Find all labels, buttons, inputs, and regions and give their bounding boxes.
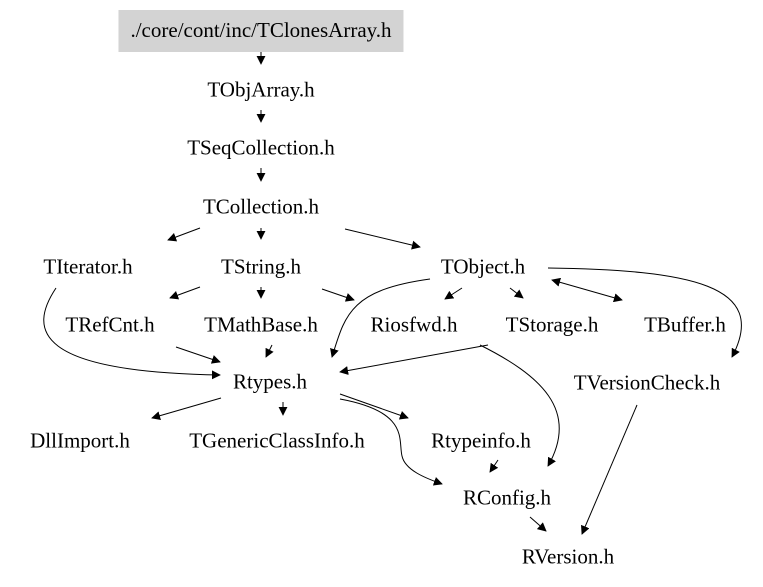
edge-tstring-riosfwd xyxy=(321,288,355,302)
edge-tobject-rtypes xyxy=(330,278,431,358)
edge-rtypeinfo-rconfig xyxy=(489,459,499,473)
node-tobjarray[interactable]: TObjArray.h xyxy=(207,77,315,102)
node-titerator[interactable]: TIterator.h xyxy=(43,254,133,279)
edge-tobject-riosfwd xyxy=(444,287,463,300)
edge-tmathbase-rtypes xyxy=(265,344,274,358)
edge-rtypes-rtypeinfo xyxy=(339,393,409,420)
node-tgenericclassinfo[interactable]: TGenericClassInfo.h xyxy=(189,428,365,453)
edge-tcollection-tobject xyxy=(344,228,421,250)
edge-tobject-tstorage xyxy=(509,287,524,299)
node-rtypeinfo[interactable]: Rtypeinfo.h xyxy=(431,428,531,453)
node-tobject[interactable]: TObject.h xyxy=(440,254,526,279)
edge-tversioncheck-rversion xyxy=(581,404,638,535)
edge-titerator-rtypes xyxy=(43,287,221,380)
edge-rtypes-dllimport xyxy=(151,397,222,421)
edge-rconfig-rversion xyxy=(529,516,547,532)
node-trefcnt[interactable]: TRefCnt.h xyxy=(65,312,155,337)
edge-trefcnt-rtypes xyxy=(175,346,221,364)
node-tstorage[interactable]: TStorage.h xyxy=(505,312,599,337)
node-tmathbase[interactable]: TMathBase.h xyxy=(204,312,318,337)
node-rconfig[interactable]: RConfig.h xyxy=(462,485,552,510)
edge-tstorage-rconfig xyxy=(479,344,560,467)
edge-tcollection-titerator xyxy=(167,227,201,242)
edge-tstring-trefcnt xyxy=(169,286,201,300)
edge-tobject-tbuffer xyxy=(551,277,623,303)
node-tbuffer[interactable]: TBuffer.h xyxy=(644,312,726,337)
node-tstring[interactable]: TString.h xyxy=(221,254,301,279)
node-dllimport[interactable]: DllImport.h xyxy=(30,428,130,453)
node-rversion[interactable]: RVersion.h xyxy=(521,544,615,569)
node-riosfwd[interactable]: Riosfwd.h xyxy=(370,312,458,337)
node-tseqcollection[interactable]: TSeqCollection.h xyxy=(187,135,335,160)
edge-rtypes-rconfig xyxy=(339,398,443,486)
node-tclonesarray-root[interactable]: ./core/cont/inc/TClonesArray.h xyxy=(118,10,404,52)
node-rtypes[interactable]: Rtypes.h xyxy=(232,369,308,394)
edge-tstorage-rtypes xyxy=(339,344,489,375)
node-tcollection[interactable]: TCollection.h xyxy=(202,194,320,219)
node-tversioncheck[interactable]: TVersionCheck.h xyxy=(573,370,721,395)
edge-tobject-tversioncheck xyxy=(547,267,742,358)
